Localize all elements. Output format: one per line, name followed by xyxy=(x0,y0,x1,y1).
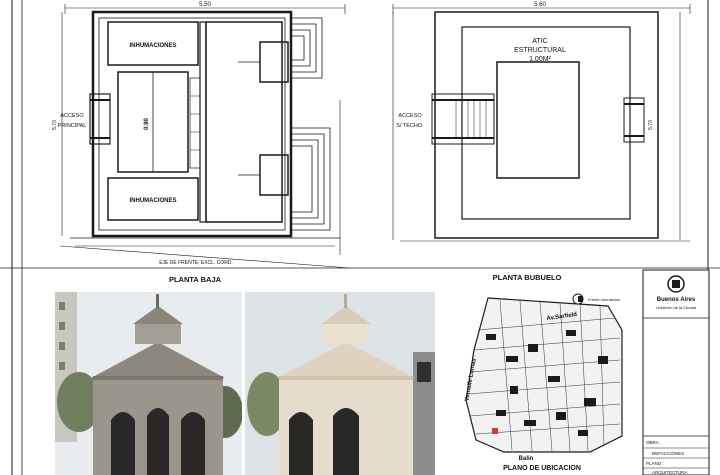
street-balin: Balin xyxy=(519,456,534,462)
room-inhumaciones-bottom: INHUMACIONES xyxy=(129,198,176,204)
plan-right-access-2: S/ TECHO. xyxy=(396,123,424,129)
photo-after xyxy=(245,292,435,475)
plan-right-dim-top: 5.60 xyxy=(534,2,546,8)
room-inhumaciones-top: INHUMACIONES xyxy=(129,43,176,49)
plan-right-access-1: ACCESO xyxy=(398,113,422,119)
org-name: Buenos Aires xyxy=(657,297,696,303)
plan-left-access-2: PRINCIPAL xyxy=(58,123,87,129)
obra-value: REFACCIONES xyxy=(652,451,684,456)
site-marker xyxy=(492,428,498,434)
obra-label: OBRA : xyxy=(646,440,661,445)
plano-value: ARQUITECTURA xyxy=(652,470,688,475)
title-planta-baja: PLANTA BAJA xyxy=(169,275,222,284)
axis-note: EJE DE FRENTE, EXCL. CORD. xyxy=(159,260,233,266)
title-plano-ubicacion: PLANO DE UBICACION xyxy=(503,465,581,472)
org-sub: Gobierno de la Ciudad xyxy=(656,305,696,310)
planta-bubuelo-plan xyxy=(392,4,691,242)
city-seal-icon xyxy=(667,275,685,293)
street-sarfield: Av.Sarfield xyxy=(546,312,578,322)
room-atic-1: ATIC xyxy=(532,38,547,45)
title-planta-bubuelo: PLANTA BUBUELO xyxy=(493,273,562,282)
photo-before xyxy=(55,292,242,475)
plan-left-access-1: ACCESO xyxy=(60,113,84,119)
plan-right-dim-side: 5.70 xyxy=(648,120,654,130)
plan-left-dim-side: 5.70 xyxy=(52,120,58,130)
plan-left-dim-top: 5.50 xyxy=(199,2,211,8)
planta-baja-plan xyxy=(59,4,351,269)
room-atic-3: 1.00M² xyxy=(529,56,551,63)
center-dimension: 0.90 xyxy=(144,118,150,130)
plano-label: PLANO : xyxy=(646,461,664,466)
location-map xyxy=(465,293,623,453)
room-atic-2: ESTRUCTURAL xyxy=(514,47,566,54)
legend-frente: Frente orientacion xyxy=(588,297,620,302)
title-block xyxy=(642,269,710,475)
